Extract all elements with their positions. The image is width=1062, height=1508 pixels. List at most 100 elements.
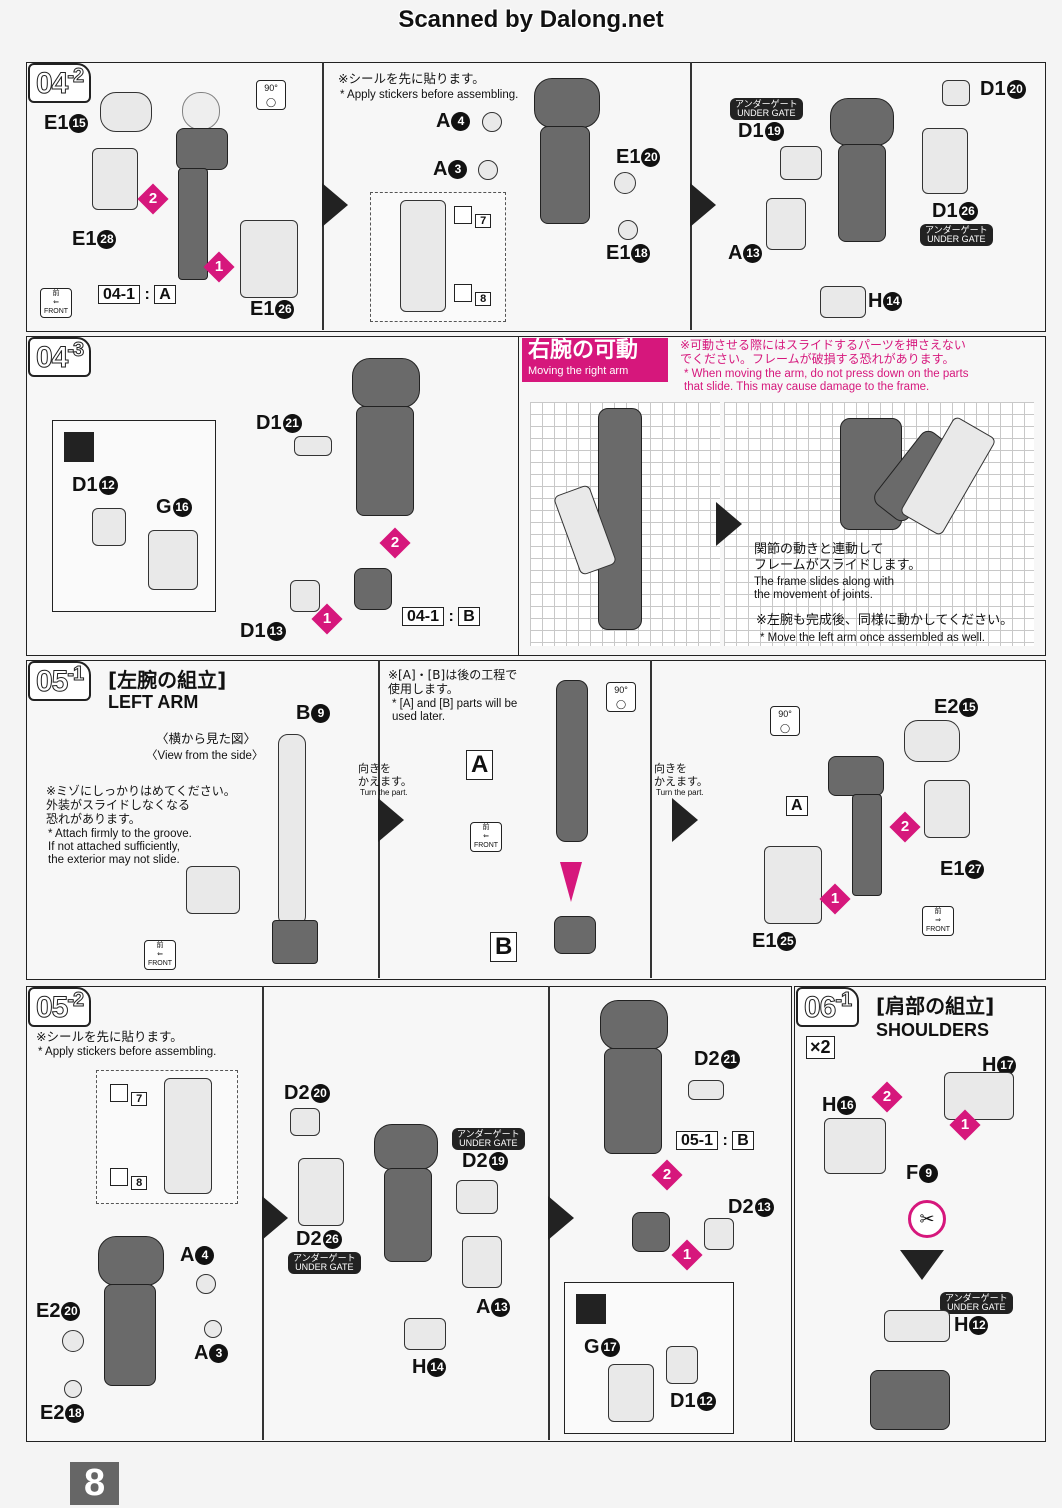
moving-title-block: 右腕の可動 Moving the right arm [522,338,668,382]
page-number: 8 [70,1462,120,1505]
part-A-4 [482,112,502,132]
slide-note-jp: 関節の動きと連動して フレームがスライドします。 [754,542,922,573]
sticker-note-en: * Apply stickers before assembling. [340,89,519,101]
part-D1-20 [942,80,970,106]
hand-block [272,920,318,964]
part-D1-26 [922,128,968,194]
arm-assembly-body [384,1168,432,1262]
part-H-14 [404,1318,446,1350]
label-A: A [786,796,808,816]
hand-part [608,1364,654,1422]
sticker-frame-diagram [400,200,446,312]
side-view-jp: 〈横から見た図〉 [156,731,257,746]
rotate-90-icon: 90°◯ [606,682,636,712]
part-D2-13 [704,1218,734,1250]
part-D2-26 [298,1158,344,1226]
arm-assembly-body [838,144,886,242]
step-number-04-2: 04-2 [28,63,92,103]
sticker-note-en: * Apply stickers before assembling. [38,1046,217,1058]
arm-frame [828,756,884,796]
label-A: A [466,750,494,780]
next-step-arrow [322,183,348,227]
part-H-14 [820,286,866,318]
front-icon: 前⇒FRONT [922,906,954,936]
down-arrow [900,1250,944,1280]
hand-joint [354,568,392,610]
moving-warning-jp: ※可動させる際にはスライドするパーツを押さえない でください。フレームが破損する… [680,338,966,366]
front-icon: 前⇐FRONT [40,288,72,318]
down-arrow [560,862,582,902]
part-E1-26 [240,220,298,298]
part-D2-20 [290,1108,320,1136]
part-H-12 [884,1310,950,1342]
step-number-06-1: 06-1 [796,987,860,1027]
part-D1-12 [92,508,126,546]
arm-straight [598,408,642,630]
part-E2-20 [62,1330,84,1352]
left-arm-note-en: * Move the left arm once assembled as we… [760,632,985,644]
part-H-17 [944,1072,1014,1120]
turn-note-jp: 向きを かえます。 [358,762,412,788]
groove-note-en: * Attach firmly to the groove. If not at… [48,828,192,866]
part-D1-19 [780,146,822,180]
reference-04-1-A: 04-1 : A [98,285,176,304]
arm-upper [98,1236,164,1286]
turn-note-en: Turn the part. [360,788,408,797]
part-D1-13 [290,580,320,612]
next-step-arrow [548,1196,574,1240]
turn-note-en: Turn the part. [656,788,704,797]
arm-assembly-upper [374,1124,438,1170]
part-D2-19 [456,1180,498,1214]
shoulders-title-en: SHOULDERS [876,1020,990,1040]
side-view-en: 〈View from the side〉 [146,750,264,762]
groove-note-jp: ※ミゾにしっかりはめてください。 外装がスライドしなくなる 恐れがあります。 [46,784,236,826]
later-note-en: * [A] and [B] parts will be used later. [392,698,518,723]
left-arm-title-en: LEFT ARM [108,692,199,712]
sticker-frame-diagram [164,1078,212,1194]
rotate-90-icon: 90°◯ [770,706,800,736]
part-A-3 [478,160,498,180]
front-icon: 前⇐FRONT [470,822,502,852]
part-A-3 [204,1320,222,1338]
next-step-arrow [262,1196,288,1240]
moving-warning-en: * When moving the arm, do not press down… [684,368,969,393]
arm-body [604,1048,662,1154]
cut-icon [64,432,94,462]
order-badge-1: 1 [311,603,343,635]
step-number-04-3: 04-3 [28,337,92,377]
arm-body [540,126,590,224]
order-badge-1: 1 [671,1239,703,1271]
order-badge-2: 2 [889,811,921,843]
part-E1-27 [924,780,970,838]
sticker-note-jp: ※シールを先に貼ります。 [36,1029,183,1044]
front-icon: 前⇐FRONT [144,940,176,970]
moving-title-jp: 右腕の可動 [528,338,639,363]
arm-top-light [182,92,220,130]
sticker-7: 7 [110,1084,148,1106]
later-note-jp: ※[A]・[B]は後の工程で 使用します。 [388,668,518,696]
motion-arrow [716,502,742,546]
hand-joint [632,1212,670,1252]
arm-frame-lower [852,794,882,896]
part-E1-18 [618,220,638,240]
part-D1-12 [666,1346,698,1384]
part-E1-15 [100,92,152,132]
arm-body [356,406,414,516]
order-badge-2: 2 [651,1159,683,1191]
